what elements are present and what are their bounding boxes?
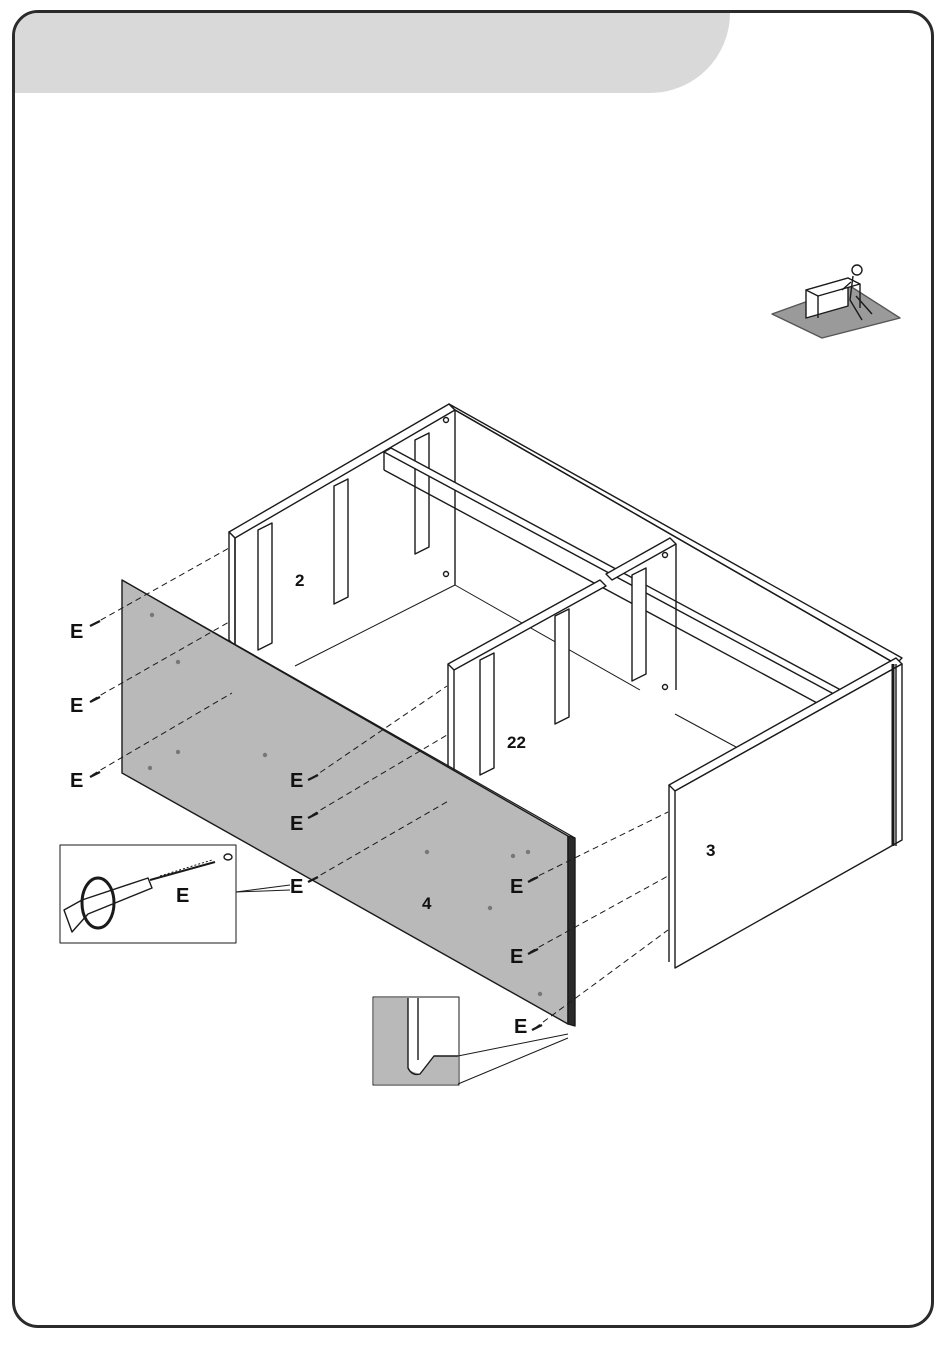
right-side-panel — [669, 658, 902, 968]
edge-detail-icon — [373, 997, 568, 1085]
screw-label-e: E — [70, 770, 83, 792]
screw-label-e: E — [70, 621, 83, 643]
middle-divider-panel — [448, 538, 676, 776]
one-person-assembly-icon — [772, 265, 900, 338]
screw-label-e: E — [290, 813, 303, 835]
screw-label-e: E — [290, 770, 303, 792]
part-label-22: 22 — [507, 733, 526, 752]
screwdriver-detail-label-e: E — [176, 885, 189, 907]
left-side-panel — [229, 404, 455, 650]
screw-label-e: E — [510, 946, 523, 968]
part-label-3: 3 — [706, 841, 715, 860]
screw-label-e: E — [70, 695, 83, 717]
screw-label-e: E — [290, 876, 303, 898]
screw-label-e: E — [514, 1016, 527, 1038]
part-label-2: 2 — [295, 571, 304, 590]
screwdriver-detail-icon — [60, 845, 290, 943]
back-panel — [122, 580, 575, 1026]
part-label-4: 4 — [422, 894, 432, 913]
screw-label-e: E — [510, 876, 523, 898]
